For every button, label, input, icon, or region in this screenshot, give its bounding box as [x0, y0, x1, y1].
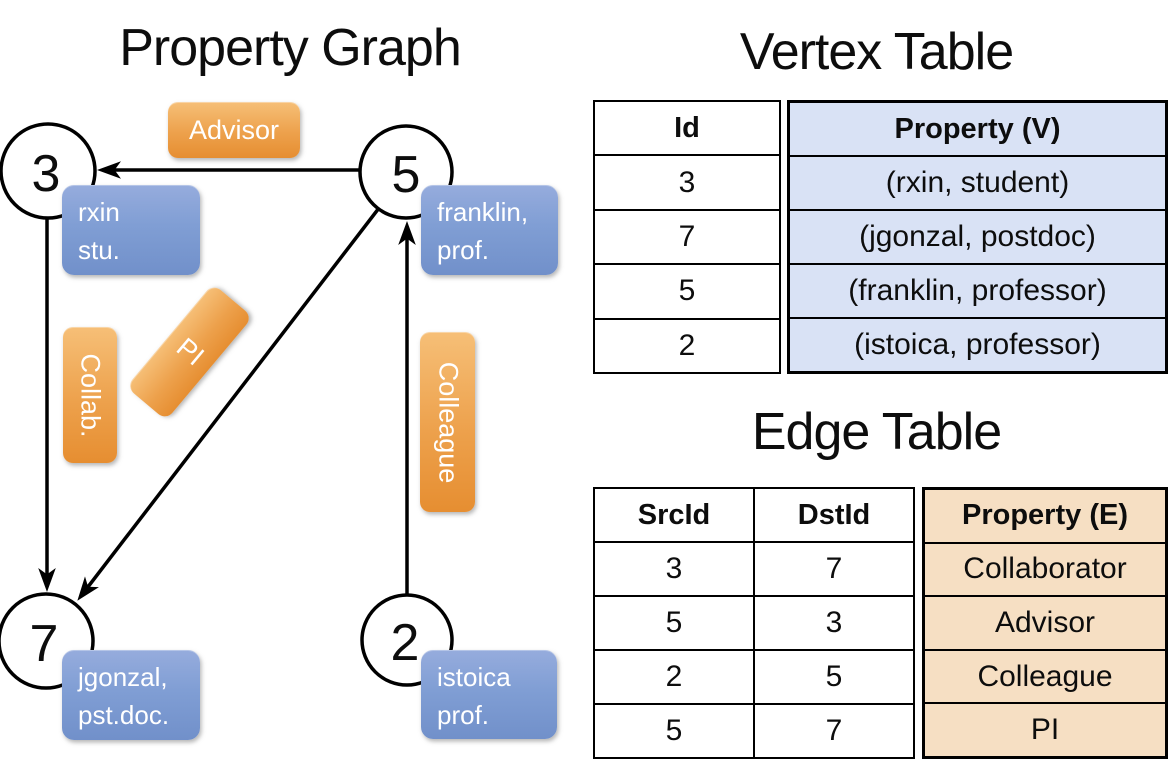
edge-table-srcid-1: 5	[595, 597, 755, 649]
edge-table-header-row: SrcId DstId	[595, 489, 913, 541]
vertex-table-property-row-3: (istoica, professor)	[790, 317, 1165, 371]
edge-table-dstid-0: 7	[825, 552, 843, 585]
edge-table-srcid-3: 5	[595, 705, 755, 757]
vertex-property-box-7: jgonzal, pst.doc.	[62, 650, 200, 740]
edge-table-ids-columns: SrcId DstId 3 7 5 3 2 5 5 7	[593, 487, 915, 759]
edge-table-header-property: Property (E)	[962, 499, 1128, 532]
vertex-table-id-column: Id 3 7 5 2	[593, 100, 781, 374]
edge-table-header-srcid: SrcId	[595, 489, 755, 541]
vertex-node-3-id: 3	[32, 145, 61, 203]
property-graph-canvas: 3 5 7 2	[0, 122, 454, 690]
edge-table-property-column: Property (E) Collaborator Advisor Collea…	[922, 487, 1168, 759]
edge-table-header-dstid: DstId	[797, 498, 871, 531]
vertex-property-box-7-line2: pst.doc.	[78, 699, 170, 730]
edge-label-colleague-text: Colleague	[433, 361, 463, 483]
edge-label-advisor-text: Advisor	[188, 114, 280, 145]
vertex-property-box-3: rxin stu.	[62, 185, 200, 275]
edge-label-colleague: Colleague	[420, 332, 475, 512]
edge-label-pi-text: PI	[170, 331, 210, 372]
edge-table-dstid-3: 7	[825, 714, 843, 747]
edge-table-ids-row-2: 2 5	[595, 649, 913, 703]
vertex-property-box-2-line1: istoica	[437, 662, 511, 692]
vertex-property-box-2: istoica prof.	[421, 650, 557, 739]
edge-label-collab: Collab.	[63, 327, 117, 463]
vertex-property-box-2-line2: prof.	[437, 699, 490, 730]
edge-table-property-row-3: PI	[925, 702, 1165, 756]
edge-table-dstid-1: 3	[825, 606, 843, 639]
vertex-property-box-5: franklin, prof.	[421, 185, 558, 275]
edge-table-ids-row-3: 5 7	[595, 703, 913, 757]
vertex-table-id-row-2: 5	[595, 263, 779, 317]
vertex-table-header-id: Id	[674, 111, 700, 144]
vertex-table-id-row-1: 7	[595, 208, 779, 263]
vertex-node-2-id: 2	[391, 614, 420, 672]
edge-table-ids-row-1: 5 3	[595, 595, 913, 649]
vertex-property-box-5-line2: prof.	[437, 234, 490, 265]
edge-table-srcid-0: 3	[595, 543, 755, 595]
vertex-table-property-row-1: (jgonzal, postdoc)	[790, 209, 1165, 263]
vertex-property-box-3-line1: rxin	[78, 197, 120, 227]
vertex-node-5-id: 5	[392, 146, 421, 204]
vertex-table-id-row-3: 2	[595, 317, 779, 372]
edge-table-property-row-1: Advisor	[925, 595, 1165, 649]
vertex-property-box-3-line2: stu.	[78, 234, 120, 265]
vertex-table-property-row-2: (franklin, professor)	[790, 263, 1165, 317]
edge-table-title: Edge Table	[751, 403, 1002, 461]
vertex-table-header-property: Property (V)	[894, 112, 1061, 145]
edge-pi-5-to-7	[77, 206, 381, 601]
edge-table-property-row-0: Collaborator	[925, 541, 1165, 596]
vertex-table-id-row-0: 3	[595, 154, 779, 208]
edge-table-ids-row-0: 3 7	[595, 541, 913, 595]
edge-table-property-row-2: Colleague	[925, 648, 1165, 703]
edge-label-collab-text: Collab.	[75, 352, 106, 438]
edge-table-srcid-2: 2	[595, 651, 755, 703]
edge-label-advisor: Advisor	[168, 102, 300, 158]
vertex-table-property-row-0: (rxin, student)	[790, 155, 1165, 209]
vertex-property-box-7-line1: jgonzal,	[78, 662, 168, 692]
vertex-property-box-5-line1: franklin,	[437, 197, 529, 227]
vertex-table-title: Vertex Table	[739, 23, 1014, 81]
edge-table-dstid-2: 5	[825, 660, 843, 693]
vertex-table-property-column: Property (V) (rxin, student) (jgonzal, p…	[787, 100, 1168, 374]
vertex-node-7-id: 7	[30, 615, 59, 673]
property-graph-title: Property Graph	[119, 19, 462, 77]
